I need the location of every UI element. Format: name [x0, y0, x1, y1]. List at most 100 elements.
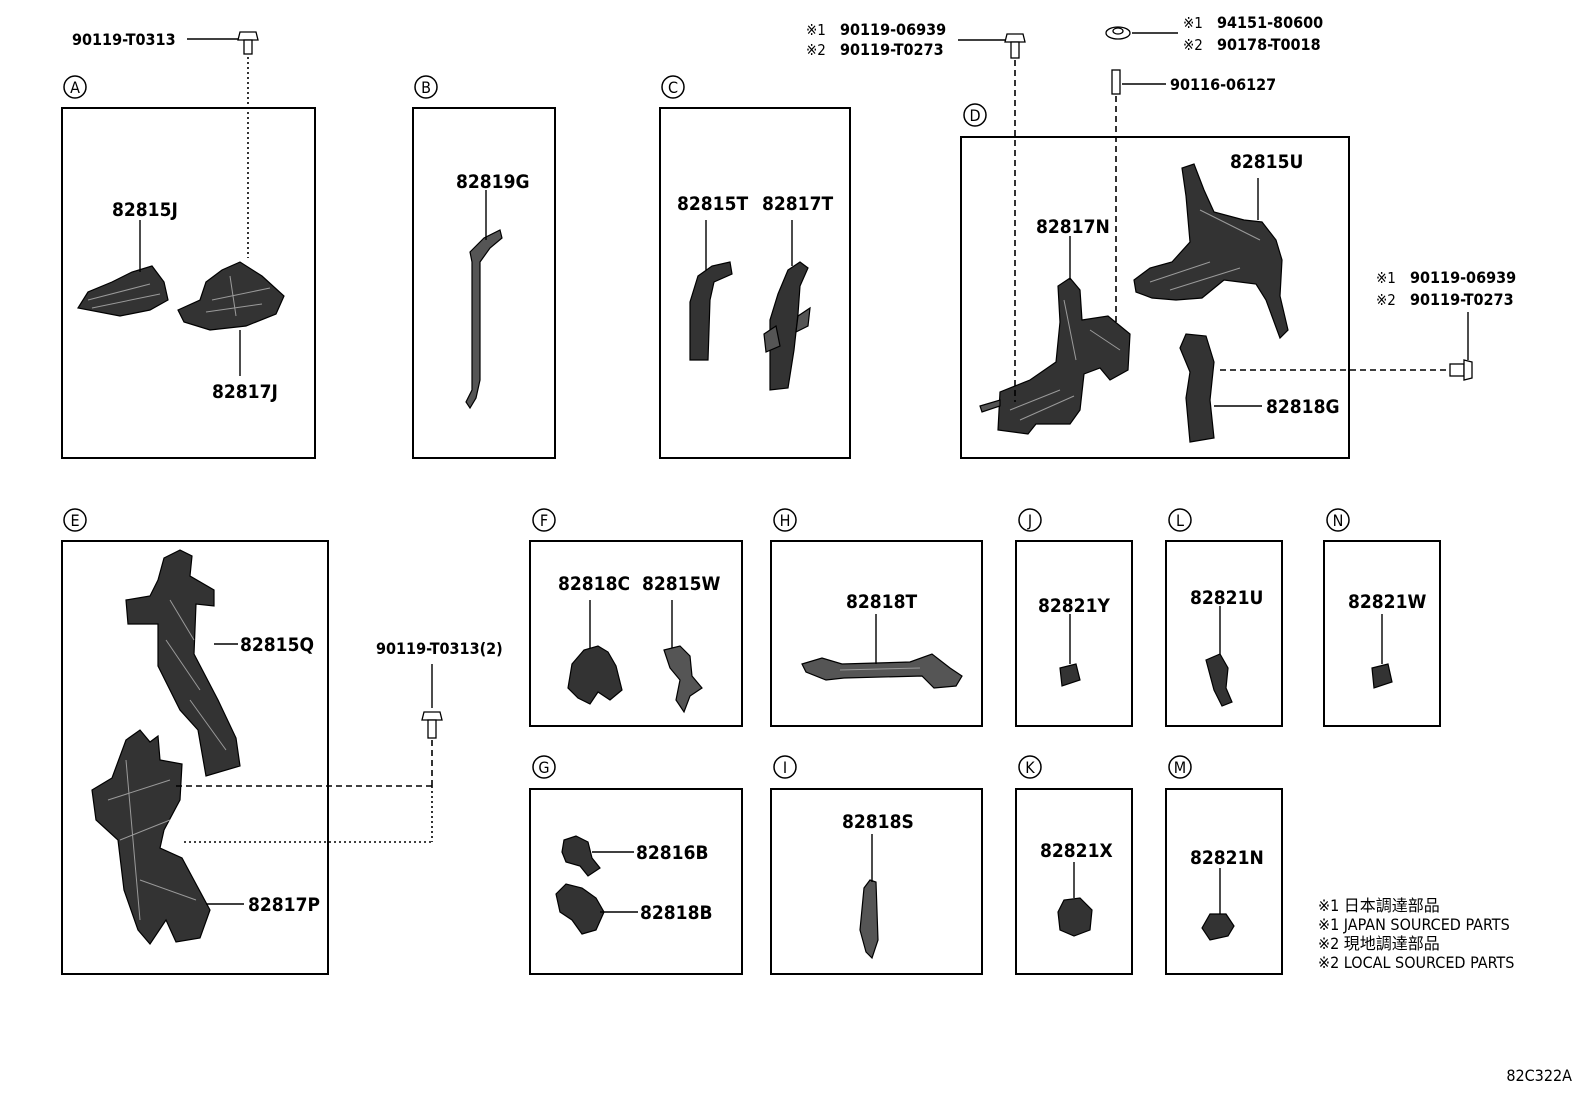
group-b-box — [412, 107, 556, 459]
note-3: ※2 現地調達部品 — [1318, 934, 1440, 953]
group-e-letter: E — [70, 511, 79, 530]
group-d-circle — [963, 103, 987, 127]
note-1: ※1 日本調達部品 — [1318, 896, 1440, 915]
part-82817p-illustration — [91, 729, 211, 945]
label-82821u: 82821U — [1190, 587, 1263, 609]
diagram-code: 82C322A — [1506, 1066, 1572, 1085]
label-82816b: 82816B — [636, 842, 709, 864]
label-d-side-bolt-2: 90119-T0273 — [1410, 290, 1514, 309]
mark-d-nut-1: ※1 — [1183, 14, 1203, 32]
part-82821u-illustration — [1205, 653, 1233, 707]
group-j-letter: J — [1027, 511, 1032, 530]
group-f: F 82818C 82815W — [529, 508, 743, 727]
group-a-letter: A — [70, 78, 80, 97]
group-n-box — [1323, 540, 1441, 727]
label-d-bolt-2: 90119-T0273 — [840, 40, 944, 59]
bolt-a-shank — [243, 39, 253, 55]
group-c-letter: C — [668, 78, 678, 97]
part-82817n-tab — [979, 399, 1001, 413]
label-82821x: 82821X — [1040, 840, 1113, 862]
group-j: J 82821Y — [1015, 508, 1133, 727]
part-82821n-illustration — [1201, 913, 1235, 941]
part-82817n-hatch — [1009, 299, 1121, 421]
part-82817j-hatch — [205, 275, 271, 317]
group-g-box — [529, 788, 743, 975]
label-82821y: 82821Y — [1038, 595, 1110, 617]
nut-d-hole — [1112, 27, 1124, 35]
group-i-box — [770, 788, 983, 975]
part-82819g-illustration — [465, 229, 503, 410]
group-i-letter: I — [783, 758, 787, 777]
group-h-box — [770, 540, 983, 727]
group-f-letter: F — [540, 511, 548, 530]
part-82821w-illustration — [1371, 663, 1393, 689]
bolt-d-head — [1004, 33, 1026, 43]
label-82818c: 82818C — [558, 573, 630, 595]
bolt-e-shank — [427, 719, 437, 739]
part-82818s-illustration — [859, 879, 879, 960]
label-82817n: 82817N — [1036, 216, 1110, 238]
group-c: C 82815T 82817T — [659, 75, 851, 459]
group-d-letter: D — [969, 106, 980, 125]
part-82815q-hatch — [165, 599, 227, 751]
group-h-letter: H — [780, 511, 791, 530]
group-g-letter: G — [538, 758, 549, 777]
part-82817t-illustration — [769, 261, 809, 391]
label-82817p: 82817P — [248, 894, 320, 916]
group-b-circle — [414, 75, 438, 99]
legend-notes: ※1 日本調達部品 ※1 JAPAN SOURCED PARTS ※2 現地調達… — [1318, 896, 1514, 972]
group-l-letter: L — [1176, 511, 1184, 530]
part-82818t-hatch — [839, 667, 921, 671]
group-m-letter: M — [1174, 758, 1186, 777]
group-c-circle — [661, 75, 685, 99]
group-a: A 82815J 82817J 90119-T0313 — [61, 30, 316, 459]
part-82818g-illustration — [1179, 333, 1215, 443]
label-82815w: 82815W — [642, 573, 720, 595]
bolt-e-head — [421, 711, 443, 721]
label-82815q: 82815Q — [240, 634, 314, 656]
part-82818b-illustration — [555, 883, 605, 935]
bolt-a-head — [237, 31, 259, 41]
group-e-box — [61, 540, 329, 975]
part-82821y-illustration — [1059, 663, 1081, 687]
note-2: ※1 JAPAN SOURCED PARTS — [1318, 915, 1510, 934]
label-82815t: 82815T — [677, 193, 748, 215]
part-82817p-hatch — [107, 759, 197, 921]
label-d-nut-2: 90178-T0018 — [1217, 35, 1321, 54]
group-k-box — [1015, 788, 1133, 975]
bolt-d-shank — [1010, 41, 1020, 59]
label-82815u: 82815U — [1230, 151, 1303, 173]
part-82817n-illustration — [997, 277, 1131, 435]
part-82816b-illustration — [561, 835, 601, 877]
group-e-circle — [63, 508, 87, 532]
label-d-nut-1: 94151-80600 — [1217, 13, 1323, 32]
label-d-side-bolt-1: 90119-06939 — [1410, 268, 1516, 287]
note-4: ※2 LOCAL SOURCED PARTS — [1318, 953, 1514, 972]
part-82817t-tabs — [763, 306, 811, 353]
mark-d-bolt-2: ※2 — [806, 41, 826, 59]
group-l-circle — [1168, 508, 1192, 532]
group-d: D 82817N 82815U 82818G ※1 90119-06939 ※2… — [806, 13, 1516, 459]
label-82815j: 82815J — [112, 199, 178, 221]
group-h: H 82818T — [770, 508, 983, 727]
label-d-bolt-1: 90119-06939 — [840, 20, 946, 39]
part-82821x-illustration — [1057, 897, 1093, 937]
group-l-box — [1165, 540, 1283, 727]
group-k: K 82821X — [1015, 755, 1133, 975]
side-bolt-d-shank — [1449, 363, 1465, 377]
group-f-box — [529, 540, 743, 727]
group-a-circle — [63, 75, 87, 99]
group-b: B 82819G — [412, 75, 556, 459]
part-82815t-illustration — [689, 261, 733, 361]
group-i: I 82818S — [770, 755, 983, 975]
label-82818s: 82818S — [842, 811, 914, 833]
group-m-box — [1165, 788, 1283, 975]
label-a-bolt: 90119-T0313 — [72, 30, 176, 49]
label-82817j: 82817J — [212, 381, 278, 403]
group-l: L 82821U — [1165, 508, 1283, 727]
group-a-box — [61, 107, 316, 459]
label-82821w: 82821W — [1348, 591, 1426, 613]
group-b-letter: B — [421, 78, 431, 97]
group-j-circle — [1018, 508, 1042, 532]
